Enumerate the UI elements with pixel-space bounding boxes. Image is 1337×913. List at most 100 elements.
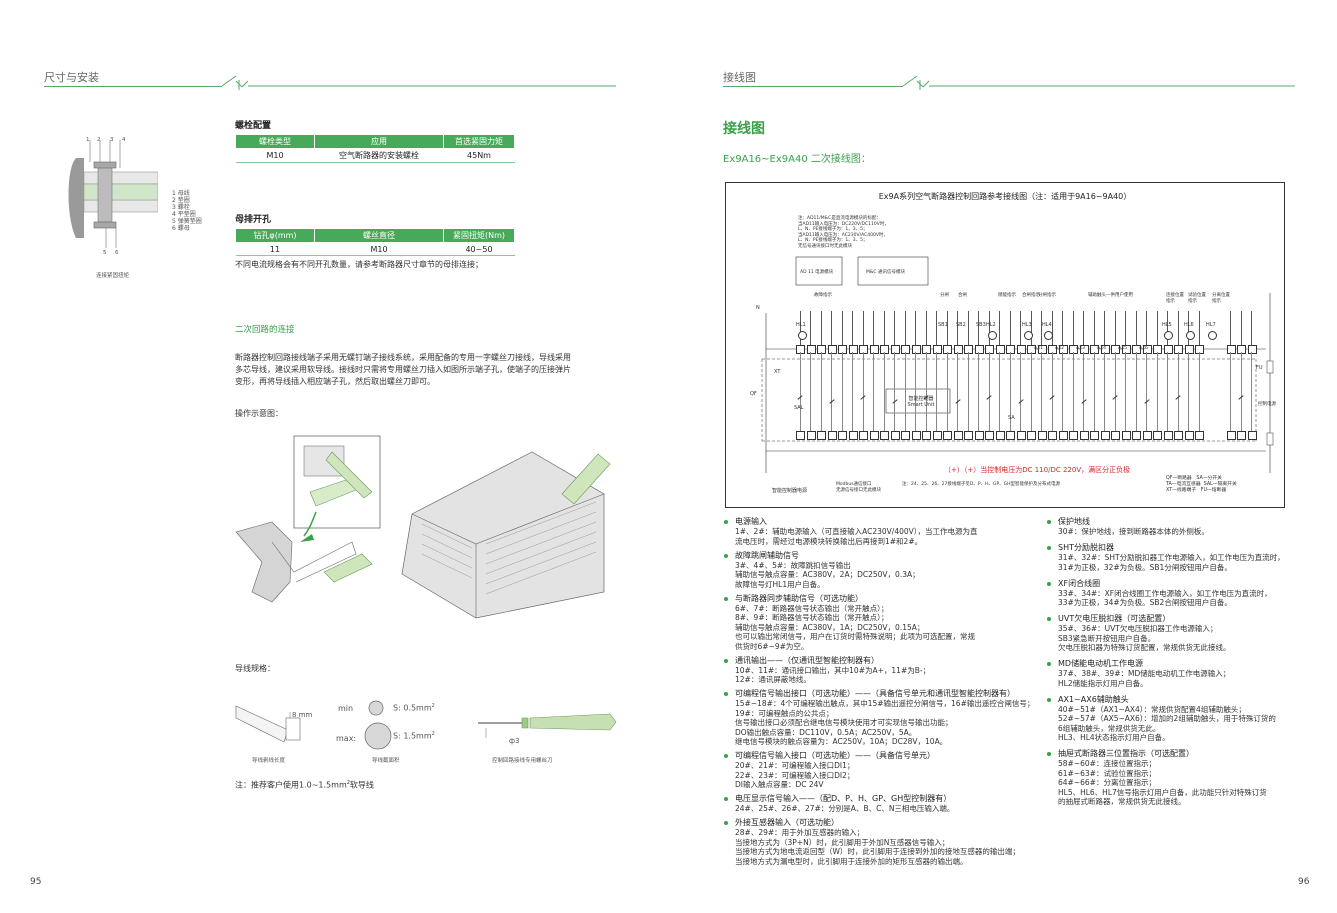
top-label: 试验位置指示 [1188, 293, 1206, 304]
terminal-box [848, 345, 858, 354]
terminal-box [1247, 345, 1257, 354]
terminal-box [932, 345, 942, 354]
terminal-box [1111, 431, 1120, 440]
bullet-line: 40#~51#（AX1~AX4）：常规供货配置4组辅助触头； [1058, 704, 1246, 714]
terminal-box [869, 431, 879, 440]
bottom-note: 注：24、25、26、27接线端子见D、P、H、GP、GH型智能保护及分布式电源 [902, 482, 1061, 487]
lamp-label: HL2 [986, 322, 996, 328]
wire-line [862, 352, 864, 431]
terminal-box [1163, 345, 1173, 354]
module-mc: M&C 通讯信号模块 [866, 270, 905, 275]
wire-line [1062, 352, 1063, 431]
fig-num-1: 1 [86, 137, 90, 143]
bullet-title: SHT分励脱扣器 [1058, 543, 1114, 552]
wire-note: 注：推荐客户使用1.0~1.5mm2软导线 [235, 780, 374, 790]
bolt-table: 螺栓类型 应用 首选紧固力矩 M10 空气断路器的安装螺栓 45Nm [235, 134, 515, 163]
wire-line [967, 352, 969, 431]
fig-num-5: 5 [103, 250, 107, 256]
terminal-box [974, 345, 984, 354]
wire-line [810, 352, 811, 431]
bullet-line: 6组辅助触头，常规供货无此。 [1058, 723, 1161, 733]
wire-line [957, 311, 958, 345]
wire-line [1135, 352, 1137, 431]
bullet-title: AX1~AX6辅助触头 [1058, 694, 1129, 704]
label-sal: SAL [794, 405, 804, 411]
lamp-label: HL3 [1022, 322, 1032, 328]
aux-label: AX3 [1076, 346, 1086, 351]
bullet-line: 33#为正极，34#为负极。SB2合闸按钮用户自备。 [1058, 598, 1232, 607]
terminal-box [827, 345, 837, 354]
bullet-line: 24#、25#、26#、27#：分别是A、B、C、N三相电压输入端。 [735, 804, 955, 813]
left-header: 尺寸与安装 [44, 71, 99, 84]
bullet-title: XF闭合线圈 [1058, 578, 1101, 588]
terminal-box [1237, 431, 1246, 440]
bullet-line: 37#、38#、39#：MD储能电动机工作电源输入； [1058, 669, 1231, 678]
wire-line [1156, 352, 1158, 431]
modbus-note: Modbus通信接口 无源信号接口无此模块 [836, 482, 881, 493]
busbar-title: 母排开孔 [235, 215, 272, 225]
wire-line [915, 311, 916, 345]
bullet-line: 6#、7#：断路器信号状态输出（常开触点）； [735, 603, 889, 613]
terminal-box [911, 345, 921, 354]
smart-unit-box: 智能控制器 Smart Unit [907, 396, 935, 408]
terminal-box [1195, 345, 1204, 354]
bullet-dot [1047, 662, 1051, 666]
wire-line [831, 352, 832, 431]
table-row: M10 空气断路器的安装螺栓 45Nm [235, 148, 515, 163]
min-label: min [338, 704, 354, 713]
wire-line [936, 352, 937, 431]
terminal-box [806, 345, 816, 354]
top-label: 合闸指示 [1022, 293, 1040, 298]
diagram-notes: 注：AD11/M&C是直流电源模块的标配： 当AD11输入电压为：DC220V/… [798, 216, 889, 249]
terminal-box [848, 431, 858, 440]
wire-line [1041, 352, 1042, 431]
terminal-box [974, 431, 984, 440]
indicator-lamp-icon [798, 331, 807, 340]
parts-legend: 1 母线 2 垫圈 3 螺栓 4 平垫圈 5 弹簧垫圈 6 螺母 [172, 190, 202, 232]
bullet-line: 辅助信号触点容量：AC380V，1A；DC250V，0.15A； [735, 622, 925, 632]
top-label: 合闸 [958, 293, 967, 298]
terminal-box [1142, 345, 1152, 354]
wire-line [1198, 352, 1200, 431]
terminal-box [1121, 345, 1131, 354]
wire-line [873, 352, 874, 431]
lamp-label: HL4 [1042, 322, 1052, 328]
wire-line [999, 352, 1000, 431]
wire-title: 导线规格： [235, 664, 275, 673]
wire-line [978, 311, 979, 345]
wire-line [1041, 311, 1042, 345]
caption-tool: 控制回路接线专用螺丝刀 [492, 758, 553, 764]
terminal-box [859, 431, 868, 440]
diagram-title: Ex9A系列空气断路器控制回路参考接线图（注：适用于9A16~9A40） [878, 192, 1132, 201]
wire-line [1020, 311, 1021, 345]
wire-line [1135, 311, 1137, 345]
bullet-title: MD储能电动机工作电源 [1058, 659, 1144, 668]
demo-label: 操作示意图： [235, 409, 283, 418]
bullet-dot [1047, 697, 1051, 702]
right-header-rule [723, 86, 903, 87]
terminal-box [1090, 345, 1099, 354]
terminal-box [796, 345, 805, 354]
wire-line [799, 352, 801, 431]
terminal-box [964, 431, 973, 440]
bullet-line: 61#~63#：试验位置指示； [1058, 768, 1156, 778]
screwdriver-figure [478, 713, 617, 738]
wire-line [1146, 352, 1147, 431]
wire-line [1240, 352, 1242, 431]
wire-line [1009, 311, 1011, 345]
terminal-box [1079, 431, 1089, 440]
terminal-box [1016, 345, 1026, 354]
terminal-box [859, 345, 868, 354]
wire-line [1251, 311, 1252, 345]
diagram-lines [761, 256, 1274, 473]
wire-line [1156, 311, 1158, 345]
bullet-dot [724, 596, 728, 601]
wire-line [1177, 352, 1179, 431]
bullet-line: 35#、36#：UVT欠电压脱扣器工作电源输入； [1058, 624, 1218, 633]
aux-label: AX4 [1097, 346, 1107, 351]
bullet-title: 电源输入 [735, 517, 767, 526]
terminal-box [1006, 345, 1015, 354]
terminal-box [1142, 431, 1152, 440]
module-ad11: AD 11 电源模块 [800, 270, 834, 275]
terminal-box [953, 345, 963, 354]
